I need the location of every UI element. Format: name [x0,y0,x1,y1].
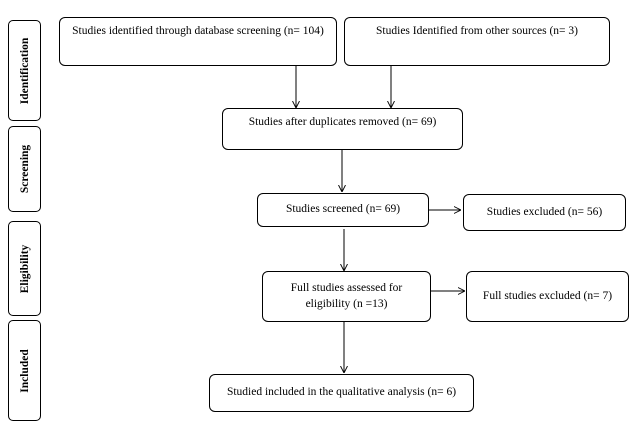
box-full-excluded-text: Full studies excluded (n= 7) [482,289,613,302]
box-included-analysis-text: Studied included in the qualitative anal… [226,386,457,399]
stage-screening-label: Screening [18,144,31,194]
box-full-excluded: Full studies excluded (n= 7) [466,271,629,322]
box-full-assessed-text: Full studies assessed for eligibility (n… [290,281,403,310]
box-after-duplicates-text: Studies after duplicates removed (n= 69) [248,116,437,128]
stage-identification-label: Identification [18,37,31,104]
stage-identification: Identification [8,20,41,121]
box-after-duplicates: Studies after duplicates removed (n= 69) [222,108,463,150]
box-database-screening-text: Studies identified through database scre… [72,25,324,37]
box-included-analysis: Studied included in the qualitative anal… [209,374,474,412]
box-database-screening: Studies identified through database scre… [59,17,337,66]
stage-included-label: Included [18,348,31,393]
stage-screening: Screening [8,126,41,212]
box-studies-excluded-text: Studies excluded (n= 56) [486,205,603,218]
stage-included: Included [8,320,41,421]
stage-eligibility-label: Eligibility [18,244,31,293]
box-other-sources-text: Studies Identified from other sources (n… [376,25,578,37]
box-full-assessed: Full studies assessed for eligibility (n… [262,271,431,322]
box-other-sources: Studies Identified from other sources (n… [344,17,610,66]
box-studies-screened: Studies screened (n= 69) [257,193,429,227]
box-studies-screened-text: Studies screened (n= 69) [285,203,401,216]
stage-eligibility: Eligibility [8,221,41,316]
box-studies-excluded: Studies excluded (n= 56) [463,194,626,231]
